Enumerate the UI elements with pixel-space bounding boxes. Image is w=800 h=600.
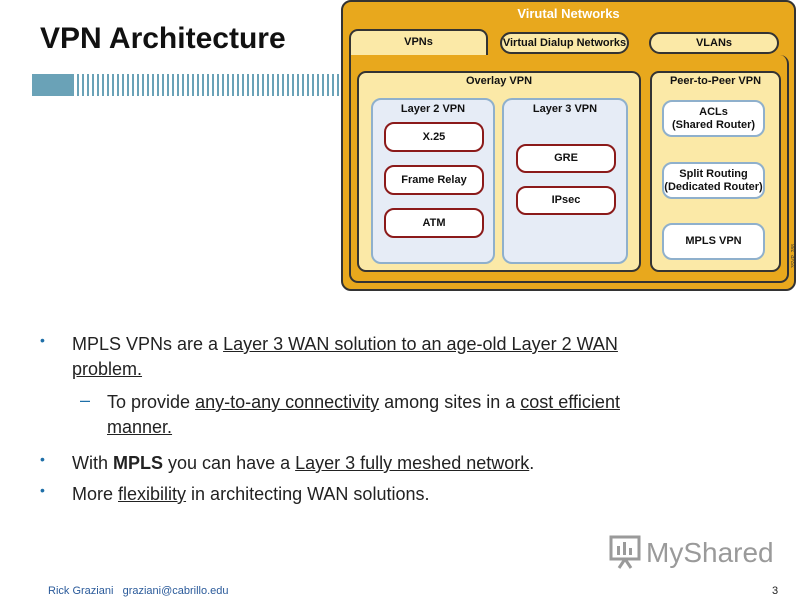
layer2-vpn-box: Layer 2 VPN X.25 Frame Relay ATM <box>371 98 495 264</box>
footer: Rick Graziani graziani@cabrillo.edu <box>48 585 229 597</box>
footer-email: graziani@cabrillo.edu <box>122 585 229 597</box>
diagram-title: Virutal Networks <box>517 6 620 21</box>
watermark-logo: MyShared <box>608 533 774 573</box>
item-acls: ACLs (Shared Router) <box>662 100 765 137</box>
decorative-stripe <box>32 74 344 96</box>
page-number: 3 <box>772 585 779 597</box>
tab-vlans: VLANs <box>649 32 779 54</box>
item-ipsec: IPsec <box>516 186 616 215</box>
p2p-vpn-title: Peer-to-Peer VPN <box>669 75 762 87</box>
sub-bullet-marker: – <box>80 390 91 410</box>
p2p-vpn-panel: Peer-to-Peer VPN ACLs (Shared Router) Sp… <box>650 71 781 272</box>
bullet-1-text: MPLS VPNs are a Layer 3 WAN solution to … <box>72 334 618 379</box>
figure-code: 3SVP_288 <box>791 244 797 268</box>
item-split-routing: Split Routing (Dedicated Router) <box>662 162 765 199</box>
tab-vpns: VPNs <box>349 29 488 57</box>
bullet-marker: • <box>40 482 45 498</box>
footer-author: Rick Graziani <box>48 585 114 597</box>
item-x25: X.25 <box>384 122 484 152</box>
presentation-icon <box>609 535 641 569</box>
bullet-3-text: More flexibility in architecting WAN sol… <box>72 484 430 504</box>
item-atm: ATM <box>384 208 484 238</box>
item-frame-relay: Frame Relay <box>384 165 484 195</box>
overlay-vpn-panel: Overlay VPN Layer 2 VPN X.25 Frame Relay… <box>357 71 641 272</box>
layer2-vpn-title: Layer 2 VPN <box>400 103 466 115</box>
tab-virtual-dialup: Virtual Dialup Networks <box>500 32 629 54</box>
bullet-marker: • <box>40 332 45 348</box>
vpn-diagram: Virutal Networks VPNs Virtual Dialup Net… <box>341 0 796 291</box>
item-gre: GRE <box>516 144 616 173</box>
overlay-vpn-title: Overlay VPN <box>465 75 533 87</box>
decorative-stripe-block <box>32 74 72 96</box>
layer3-vpn-box: Layer 3 VPN GRE IPsec <box>502 98 628 264</box>
item-mpls-vpn: MPLS VPN <box>662 223 765 260</box>
layer3-vpn-title: Layer 3 VPN <box>532 103 598 115</box>
bullet-2-text: With MPLS you can have a Layer 3 fully m… <box>72 453 535 473</box>
watermark-text: MyShared <box>646 537 774 568</box>
slide-title: VPN Architecture <box>40 22 286 55</box>
sub-bullet-1-text: To provide any-to-any connectivity among… <box>107 392 620 437</box>
bullet-marker: • <box>40 451 45 467</box>
